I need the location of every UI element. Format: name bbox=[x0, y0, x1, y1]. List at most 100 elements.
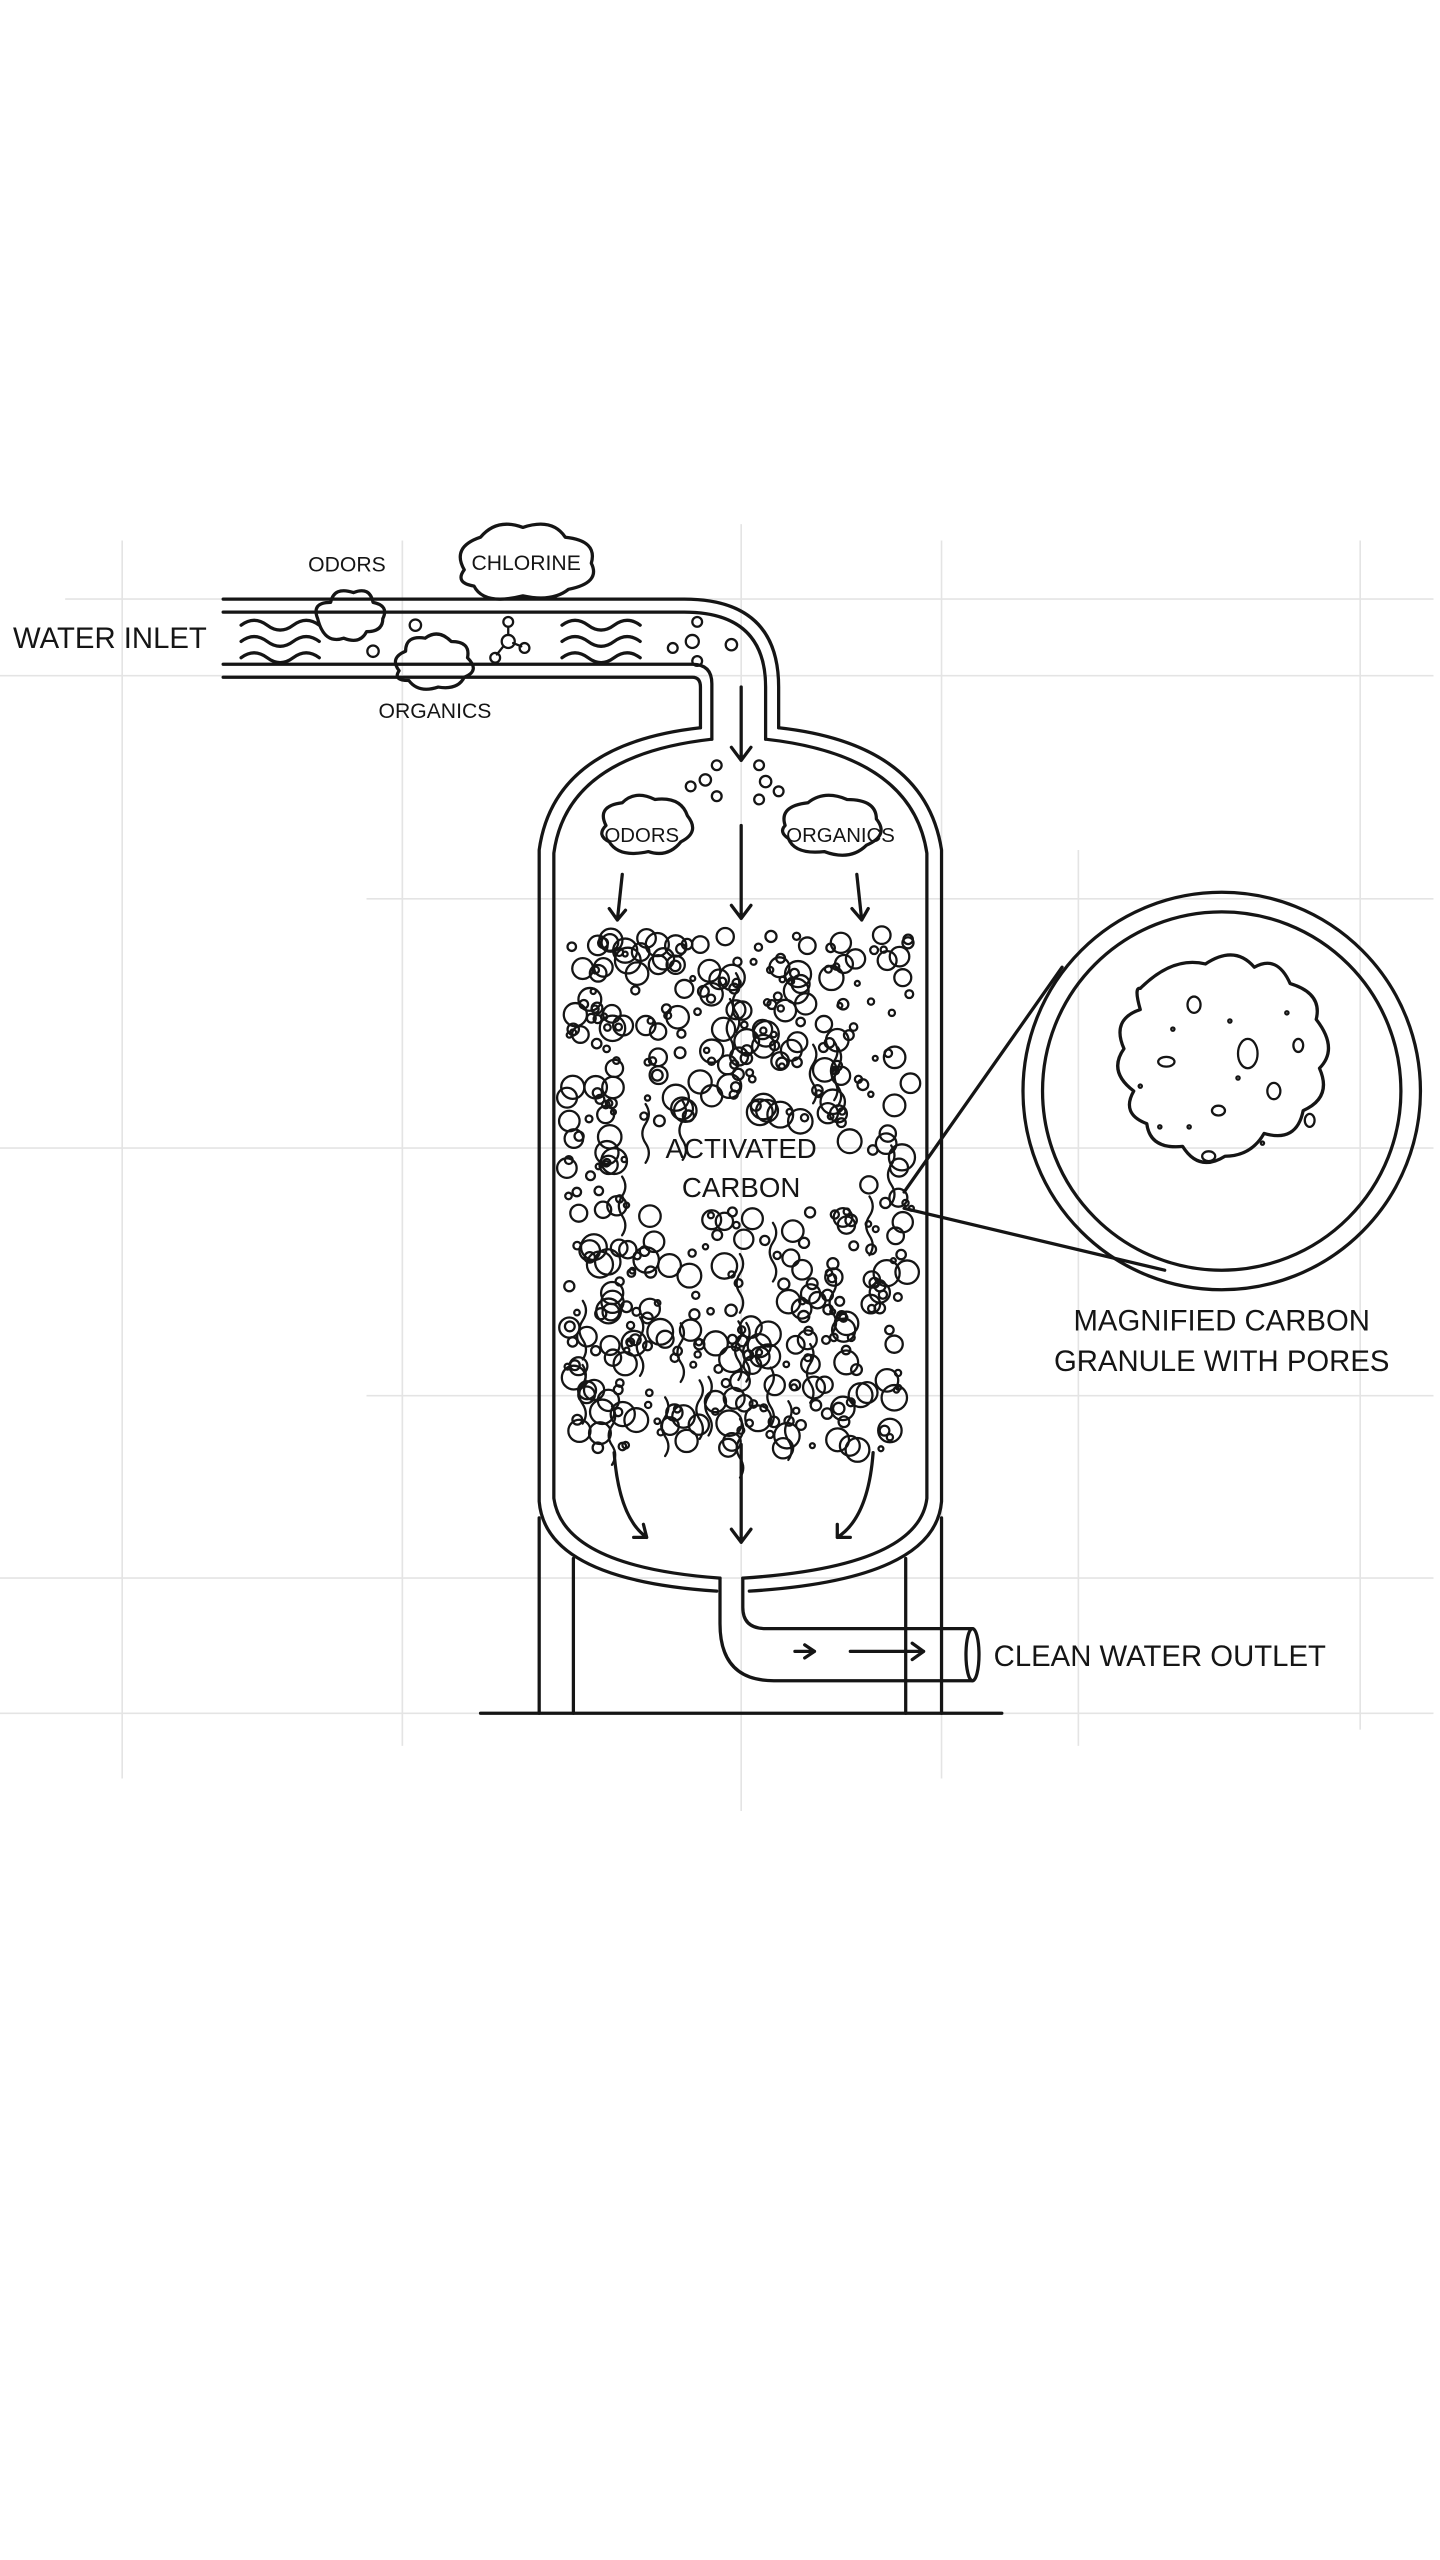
carbon-granule bbox=[877, 1289, 889, 1300]
contaminant-strand bbox=[678, 1100, 688, 1161]
carbon-granule bbox=[753, 942, 764, 952]
carbon-granule bbox=[844, 948, 867, 970]
carbon-granule bbox=[824, 1267, 844, 1287]
magnifier-inner-ring bbox=[1040, 910, 1403, 1272]
carbon-granule bbox=[603, 1023, 612, 1032]
odors-tank-label: ODORS bbox=[604, 825, 679, 847]
carbon-granule bbox=[563, 1320, 576, 1333]
carbon-granule bbox=[825, 1427, 851, 1453]
carbon-granule bbox=[693, 1007, 702, 1017]
carbon-granule bbox=[751, 1018, 774, 1041]
carbon-granule bbox=[729, 1059, 740, 1070]
cloud-organics-tank-icon bbox=[780, 793, 883, 857]
carbon-granule bbox=[834, 1295, 846, 1307]
carbon-granule bbox=[635, 1014, 657, 1037]
pore-icon bbox=[1137, 995, 1316, 1163]
carbon-granule bbox=[602, 1157, 612, 1168]
carbon-granule bbox=[698, 1038, 725, 1064]
carbon-granule bbox=[702, 1330, 729, 1357]
carbon-granule bbox=[885, 1432, 895, 1442]
carbon-granule bbox=[586, 934, 609, 957]
carbon-granule bbox=[583, 1074, 609, 1100]
carbon-granule bbox=[672, 1404, 682, 1414]
activated-carbon-label-line1: ACTIVATED bbox=[666, 1133, 817, 1164]
carbon-granule bbox=[835, 1117, 847, 1129]
carbon-granule bbox=[563, 1128, 585, 1150]
carbon-granule bbox=[568, 1028, 578, 1037]
carbon-granule bbox=[563, 1155, 574, 1166]
carbon-granule bbox=[591, 1441, 605, 1455]
carbon-granule bbox=[770, 1051, 791, 1072]
carbon-granule bbox=[794, 1418, 807, 1432]
carbon-granule bbox=[745, 1068, 755, 1078]
carbon-granule bbox=[598, 927, 624, 953]
carbon-granule bbox=[888, 1187, 909, 1208]
carbon-granule bbox=[825, 942, 836, 954]
carbon-granule bbox=[765, 965, 775, 975]
carbon-granule bbox=[646, 1016, 655, 1025]
carbon-granule bbox=[791, 931, 802, 942]
carbon-granule bbox=[776, 1004, 785, 1013]
carbon-granule bbox=[740, 1044, 754, 1057]
carbon-granule bbox=[901, 1198, 910, 1208]
carbon-granule bbox=[862, 1270, 882, 1289]
outlet-pipe bbox=[718, 1576, 981, 1683]
carbon-granule bbox=[714, 1211, 735, 1232]
carbon-granule bbox=[614, 947, 625, 958]
carbon-granule bbox=[643, 1400, 653, 1410]
carbon-granule bbox=[623, 1346, 631, 1354]
carbon-granule bbox=[878, 1424, 891, 1437]
carbon-granule bbox=[739, 1020, 749, 1030]
carbon-granule bbox=[840, 1344, 852, 1356]
carbon-granule bbox=[871, 925, 892, 946]
carbon-granule bbox=[771, 1437, 795, 1460]
carbon-granule bbox=[702, 1046, 711, 1055]
carbon-granule bbox=[869, 945, 880, 956]
contaminant-strand bbox=[833, 1046, 843, 1108]
carbon-granule bbox=[599, 1334, 621, 1357]
carbon-granule bbox=[588, 963, 608, 983]
carbon-granule bbox=[745, 1098, 774, 1127]
carbon-granule bbox=[848, 1022, 859, 1032]
contaminant-strand bbox=[578, 1299, 588, 1361]
carbon-granule bbox=[665, 1004, 691, 1030]
carbon-granule bbox=[611, 1056, 621, 1065]
carbon-granule bbox=[801, 1375, 827, 1400]
contaminant-strand bbox=[808, 1043, 818, 1105]
carbon-granule bbox=[687, 1413, 711, 1436]
contaminant-strand bbox=[805, 1342, 815, 1404]
carbon-granule bbox=[783, 959, 813, 989]
activated-carbon-label-line2: CARBON bbox=[682, 1172, 800, 1203]
carbon-granule bbox=[822, 1303, 835, 1316]
carbon-granule bbox=[762, 998, 772, 1007]
carbon-granule bbox=[569, 1203, 589, 1223]
inlet-pipe bbox=[221, 597, 781, 741]
carbon-granule bbox=[638, 1204, 662, 1229]
carbon-granule bbox=[790, 1297, 813, 1320]
carbon-granule bbox=[650, 1068, 664, 1082]
carbon-granule bbox=[797, 1236, 811, 1250]
carbon-granule bbox=[838, 1434, 861, 1457]
carbon-granule bbox=[786, 1107, 814, 1135]
carbon-granule bbox=[833, 953, 855, 975]
carbon-granule bbox=[638, 1297, 662, 1321]
carbon-granule bbox=[884, 1334, 904, 1354]
carbon-granule bbox=[884, 1324, 895, 1336]
carbon-granule bbox=[643, 1265, 658, 1279]
carbon-granule bbox=[833, 1349, 860, 1376]
carbon-granule bbox=[571, 956, 595, 981]
carbon-granule bbox=[601, 1003, 622, 1024]
carbon-granule bbox=[746, 1332, 772, 1359]
carbon-granule bbox=[733, 1228, 755, 1251]
particle-icon bbox=[366, 618, 739, 659]
carbon-granule bbox=[563, 1362, 572, 1371]
carbon-granule bbox=[859, 1175, 879, 1195]
carbon-granule bbox=[557, 1109, 581, 1133]
carbon-granule bbox=[836, 997, 850, 1011]
contaminant-strand bbox=[578, 1363, 587, 1425]
carbon-granule bbox=[706, 1056, 717, 1066]
carbon-granule bbox=[775, 1288, 802, 1315]
carbon-granule bbox=[636, 927, 657, 949]
carbon-granule bbox=[748, 1399, 759, 1409]
carbon-granule bbox=[853, 979, 861, 987]
